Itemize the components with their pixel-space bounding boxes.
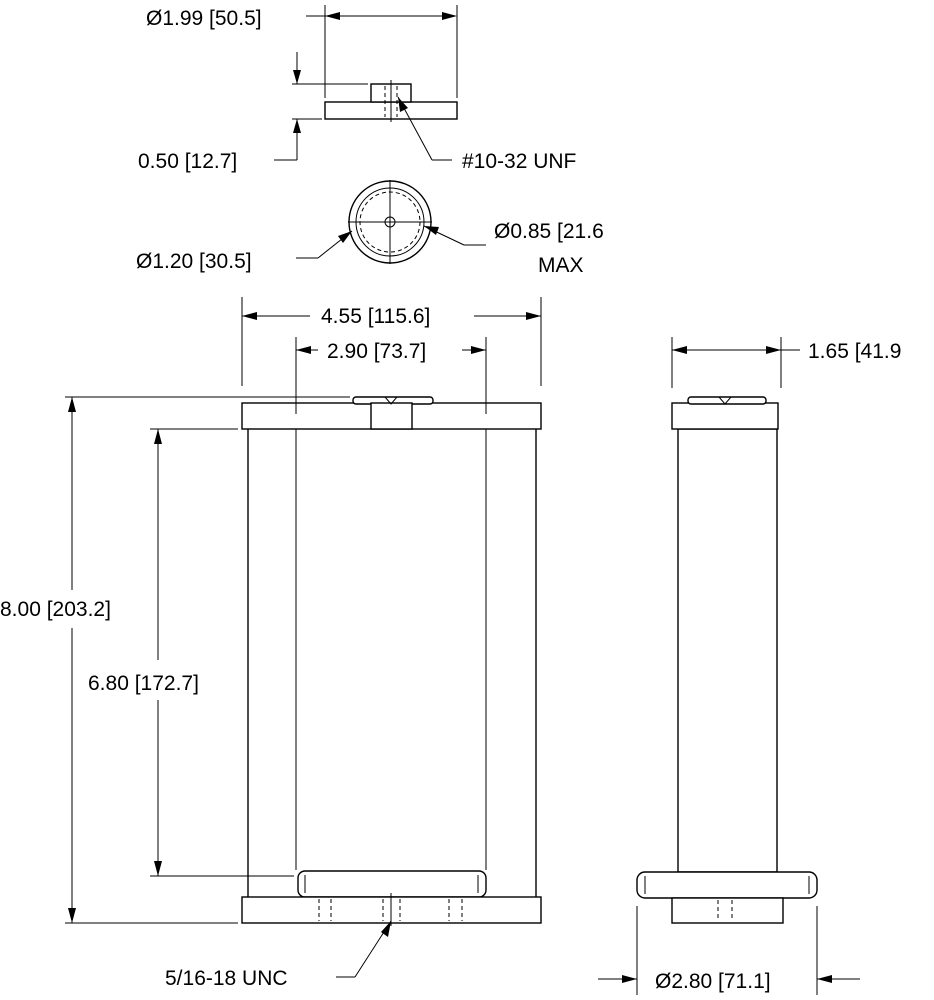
dim-width-overall: 4.55 [115.6]: [241, 297, 542, 386]
label-width-inner: 2.90 [73.7]: [327, 340, 426, 363]
label-width-overall: 4.55 [115.6]: [321, 305, 430, 328]
leader-cap-outer: Ø1.20 [30.5]: [136, 230, 353, 273]
dim-height-inner: 6.80 [172.7]: [88, 428, 294, 877]
dim-side-width: 1.65 [41.9: [671, 337, 901, 388]
side-base-flange: [636, 871, 818, 899]
leader-thread-bottom: 5/16-18 UNC: [165, 920, 392, 990]
dim-top-diameter: Ø1.99 [50.5]: [146, 5, 458, 98]
side-bottom-plate: [671, 897, 784, 924]
cap-top-view: [348, 180, 432, 264]
front-top-port: [370, 402, 413, 430]
side-tube: [677, 428, 778, 873]
label-top-thickness: 0.50 [12.7]: [138, 150, 237, 173]
label-thread-bottom: 5/16-18 UNC: [165, 967, 288, 990]
leader-cap-inner: Ø0.85 [21.6 MAX: [423, 220, 604, 277]
label-side-diameter: Ø2.80 [71.1]: [655, 970, 771, 993]
label-height-inner: 6.80 [172.7]: [88, 672, 199, 695]
label-side-width: 1.65 [41.9: [808, 340, 901, 363]
label-cap-inner-max: MAX: [538, 254, 584, 277]
front-inner-tray: [297, 870, 487, 898]
side-top-plate: [671, 402, 779, 430]
dim-top-thickness: 0.50 [12.7]: [138, 52, 368, 173]
label-cap-outer-diameter: Ø1.20 [30.5]: [136, 250, 252, 273]
label-cap-inner-diameter: Ø0.85 [21.6: [494, 220, 604, 243]
label-height-overall: 8.00 [203.2]: [0, 598, 111, 621]
label-thread-top: #10-32 UNF: [462, 150, 576, 173]
side-view: [636, 396, 818, 924]
leader-thread-top: #10-32 UNF: [397, 96, 576, 173]
top-plate-detail: [324, 80, 458, 122]
label-top-diameter: Ø1.99 [50.5]: [146, 7, 262, 30]
dim-width-inner: 2.90 [73.7]: [295, 337, 487, 414]
front-view: [241, 396, 542, 926]
dim-height-overall: 8.00 [203.2]: [0, 396, 350, 924]
dim-side-diameter: Ø2.80 [71.1]: [598, 906, 860, 995]
side-top-boss: [687, 396, 767, 405]
